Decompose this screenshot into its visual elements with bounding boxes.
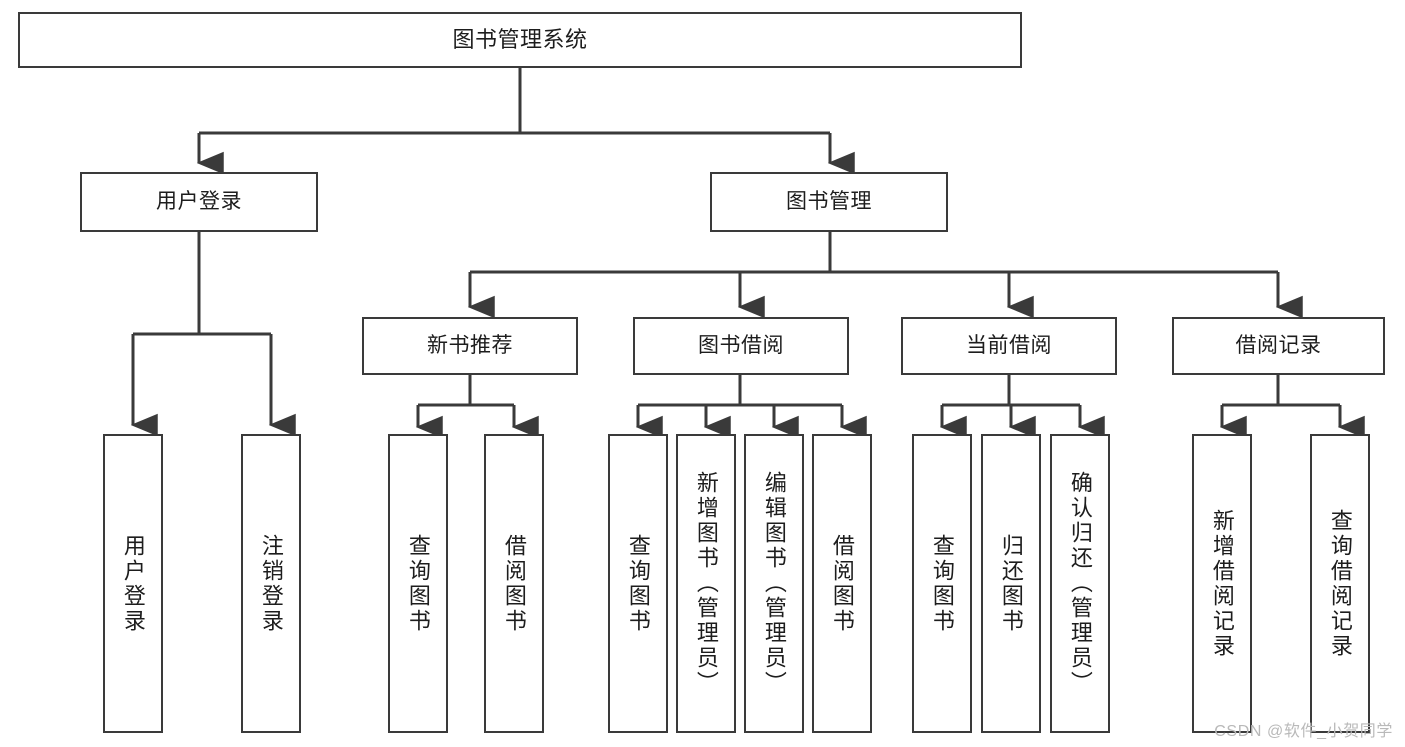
leaf-current-confirm-return-admin[interactable]: 确认归还（管理员）	[1050, 434, 1110, 733]
node-root-book-management-system[interactable]: 图书管理系统	[18, 12, 1022, 68]
node-label: 注销登录	[258, 533, 284, 634]
node-label: 图书借阅	[698, 334, 784, 358]
node-user-login[interactable]: 用户登录	[80, 172, 318, 232]
node-new-book-recommendation[interactable]: 新书推荐	[362, 317, 578, 375]
node-label: 新增图书（管理员）	[693, 471, 719, 696]
node-label: 查询借阅记录	[1327, 508, 1353, 659]
node-borrowing-records[interactable]: 借阅记录	[1172, 317, 1385, 375]
leaf-current-return-books[interactable]: 归还图书	[981, 434, 1041, 733]
node-label: 图书管理系统	[452, 26, 588, 52]
node-label: 编辑图书（管理员）	[761, 471, 787, 696]
node-label: 归还图书	[998, 533, 1024, 634]
node-label: 查询图书	[405, 533, 431, 634]
leaf-records-add-record[interactable]: 新增借阅记录	[1192, 434, 1252, 733]
leaf-borrow-borrow-books[interactable]: 借阅图书	[812, 434, 872, 733]
leaf-user-login-logout[interactable]: 注销登录	[241, 434, 301, 733]
node-book-management[interactable]: 图书管理	[710, 172, 948, 232]
leaf-new-book-query-books[interactable]: 查询图书	[388, 434, 448, 733]
node-label: 用户登录	[120, 533, 146, 634]
leaf-borrow-add-book-admin[interactable]: 新增图书（管理员）	[676, 434, 736, 733]
node-label: 借阅记录	[1235, 334, 1322, 358]
node-label: 查询图书	[929, 533, 955, 634]
node-book-borrowing[interactable]: 图书借阅	[633, 317, 849, 375]
node-label: 当前借阅	[966, 334, 1052, 358]
node-label: 用户登录	[156, 190, 242, 214]
node-label: 确认归还（管理员）	[1067, 471, 1093, 696]
leaf-borrow-query-books[interactable]: 查询图书	[608, 434, 668, 733]
csdn-watermark: CSDN @软件_小贺同学	[1214, 723, 1393, 740]
leaf-user-login-signin[interactable]: 用户登录	[103, 434, 163, 733]
node-label: 查询图书	[625, 533, 651, 634]
leaf-records-query-record[interactable]: 查询借阅记录	[1310, 434, 1370, 733]
node-label: 借阅图书	[501, 533, 527, 634]
node-current-borrowing[interactable]: 当前借阅	[901, 317, 1117, 375]
node-label: 新书推荐	[427, 334, 513, 358]
leaf-borrow-edit-book-admin[interactable]: 编辑图书（管理员）	[744, 434, 804, 733]
node-label: 借阅图书	[829, 533, 855, 634]
node-label: 新增借阅记录	[1209, 508, 1235, 659]
leaf-current-query-books[interactable]: 查询图书	[912, 434, 972, 733]
node-label: 图书管理	[786, 190, 872, 214]
leaf-new-book-borrow-books[interactable]: 借阅图书	[484, 434, 544, 733]
